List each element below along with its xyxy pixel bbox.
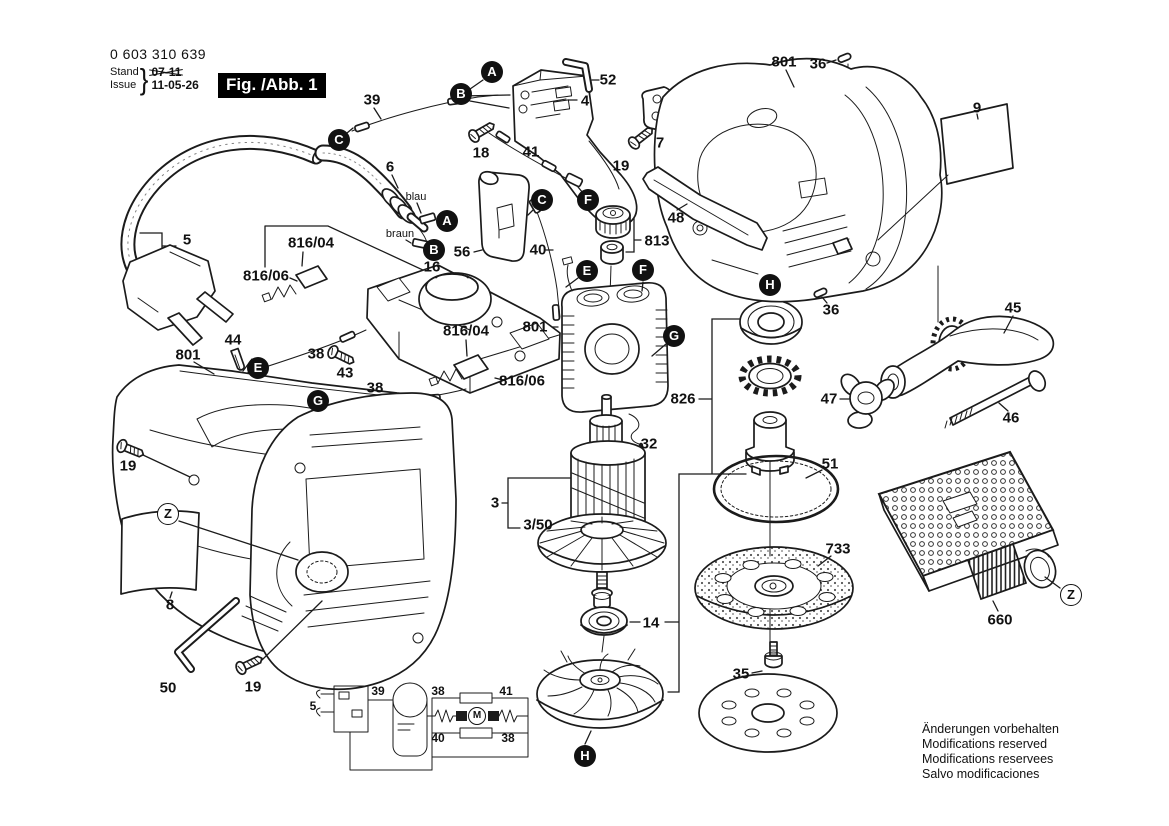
bolt-46 [949,376,1034,426]
stand-value-struck: 07-11 [151,65,182,79]
wing-knob-47 [849,381,883,415]
deflector-48 [642,166,768,251]
screw-35 [751,641,783,674]
bearing-parts-813 [595,205,631,265]
cord-grip [314,144,437,250]
housing-left-parts [114,361,323,677]
eccentric-fan [536,648,664,745]
wire-39 [351,94,499,132]
title-block: 0 603 310 639 Stand Issue } 07-11 11-05-… [110,46,207,96]
power-cord [120,134,325,346]
note-line: Salvo modificaciones [922,767,1040,781]
aux-handle [813,287,1055,429]
issue-value: 11-05-26 [151,78,199,92]
stand-label: Stand [110,66,139,78]
bearing-group-826 [738,299,803,476]
sticker-8 [120,510,200,595]
screw-43 [325,343,358,369]
pin-36-right [813,287,828,299]
wire-40 [536,211,561,318]
wiring-schematic [316,682,529,771]
figure-label: Fig. /Abb. 1 [218,73,326,98]
pin-44 [230,347,245,371]
brace-glyph: } [139,61,149,96]
toothed-washer [738,355,802,397]
blue-wire-connector [418,212,437,225]
carbon-brush-1 [295,265,328,289]
nameplate-9 [940,103,1014,185]
controller-module [146,251,561,403]
housing-top [642,52,1014,303]
part-number: 0 603 310 639 [110,46,207,62]
issue-label: Issue [110,79,137,91]
pin-36-top [837,52,852,63]
wire-clip-32 [628,413,640,445]
note-line: Modifications reserved [922,737,1048,751]
carbon-brush-2 [453,354,489,380]
dust-box [877,450,1061,612]
armature [537,393,667,610]
note-line: Modifications reservees [922,752,1054,766]
housing-right-half [241,392,457,691]
filter-insert [966,542,1028,601]
spindle-boss [295,551,349,593]
mains-plug [122,244,216,331]
retaining-ring-51 [712,454,840,524]
issue-block: Stand Issue } 07-11 11-05-26 [110,61,206,96]
trigger-cover [473,170,579,321]
bearing-14 [580,606,628,636]
note-line: Änderungen vorbehalten [922,722,1059,736]
sanding-pad-733 [694,546,854,630]
wire-41 [488,132,572,182]
screw-18 [466,118,499,145]
sanding-disc [698,673,838,753]
screw-19-bottom [233,651,266,677]
stator [548,256,771,413]
